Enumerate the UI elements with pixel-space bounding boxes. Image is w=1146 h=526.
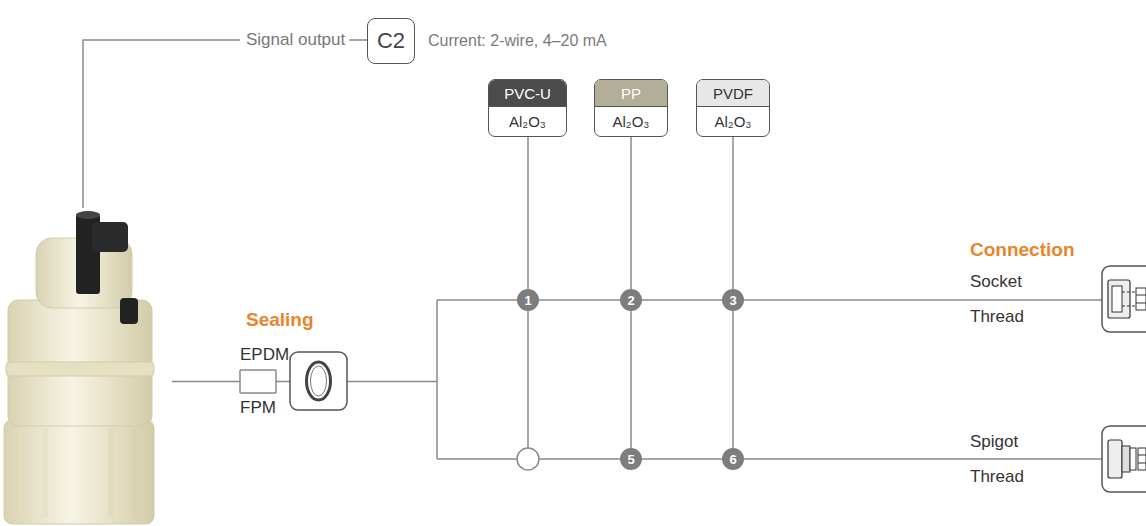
drawing-part [1102,426,1146,492]
leader-lines [83,40,1102,459]
drawing-part [276,381,290,383]
callout-number: 6 [729,452,736,467]
drawing-part [240,392,276,394]
connector-line [527,137,529,289]
section-heading: Sealing [246,309,314,332]
material-code: PP [621,85,641,102]
connection-type: Thread [970,307,1024,327]
drawing-part [1136,303,1146,304]
connector-line [630,311,632,448]
option-number-circle: 2 [620,289,642,311]
drawing-part [436,300,438,459]
leader-line [349,39,367,41]
section-heading: Connection [970,239,1075,262]
drawing-part [744,299,1102,301]
material-name: EPDM [240,345,289,365]
drawing-part [437,299,517,301]
drawing-part [42,428,48,518]
drawing-part [1108,440,1122,478]
callout-number: 5 [627,452,634,467]
drawing-part [1138,448,1146,470]
signal-spec: Current: 2-wire, 4–20 mA [428,31,607,50]
material-body: Al₂O₃ [489,107,566,136]
drawing-part [120,298,138,324]
drawing-part [744,458,1102,460]
device-illustration [4,211,154,524]
drawing-part [172,381,240,383]
box-text: C2 [377,28,405,54]
drawing-part [108,428,114,518]
drawing-part [240,369,276,371]
connector-line [732,311,734,448]
material-code: PVDF [713,85,753,102]
drawing-part [1122,446,1130,472]
material-header: PP [595,80,667,107]
drawing-part [132,428,138,518]
option-number-circle: 6 [722,448,744,470]
connector-line [642,299,722,301]
material-header: PVC-U [489,80,566,107]
drawing-part [1102,266,1146,332]
drawing-part [1136,295,1146,296]
material-formula: Al₂O₃ [509,113,546,130]
socket-icon [1102,266,1146,332]
material-code: PVC-U [504,85,551,102]
drawing-part [1130,448,1136,470]
signal-label: Signal output [246,30,345,50]
drawing-part [1122,306,1136,307]
material-box: PP Al₂O₃ [594,79,668,137]
option-number-circle: 3 [722,289,744,311]
drawing-part [239,370,241,393]
callout-number: 3 [729,293,736,308]
material-box: PVDF Al₂O₃ [696,79,770,137]
drawing-part [1136,288,1146,310]
drawing-part [1108,280,1130,318]
drawing-part [4,420,154,524]
spigot-icon [1102,426,1146,492]
drawing-part [527,311,529,448]
drawing-part [1112,286,1122,312]
drawing-part [6,362,154,376]
drawing-part [347,381,437,383]
drawing-part [92,222,128,252]
drawing-part [76,211,100,219]
material-box: PVC-U Al₂O₃ [488,79,567,137]
material-formula: Al₂O₃ [613,113,650,130]
connection-type: Spigot [970,432,1018,452]
callout-number: 2 [627,293,634,308]
connection-type: Thread [970,467,1024,487]
connector-line [630,137,632,289]
drawing-part [539,458,620,460]
drawing-part [83,40,240,208]
drawing-part [1138,463,1146,464]
connector-line [732,137,734,289]
option-number-circle: 1 [517,289,539,311]
drawing-part [18,428,24,518]
drawing-part [311,366,327,396]
drawing-part [1122,292,1136,293]
material-name: FPM [240,398,276,418]
material-formula: Al₂O₃ [715,113,752,130]
drawing-part [307,362,331,400]
drawing-part [1138,455,1146,456]
connector-line [642,458,722,460]
connection-type: Socket [970,272,1022,292]
drawing-part [290,352,347,410]
connector-line [539,299,620,301]
empty-option-circle [517,448,539,470]
seal-icon [290,352,347,410]
material-body: Al₂O₃ [697,107,769,136]
callout-number: 1 [524,293,531,308]
option-number-circle: 5 [620,448,642,470]
signal-code-box: C2 [367,18,415,64]
material-body: Al₂O₃ [595,107,667,136]
material-header: PVDF [697,80,769,107]
drawing-part [437,458,517,460]
